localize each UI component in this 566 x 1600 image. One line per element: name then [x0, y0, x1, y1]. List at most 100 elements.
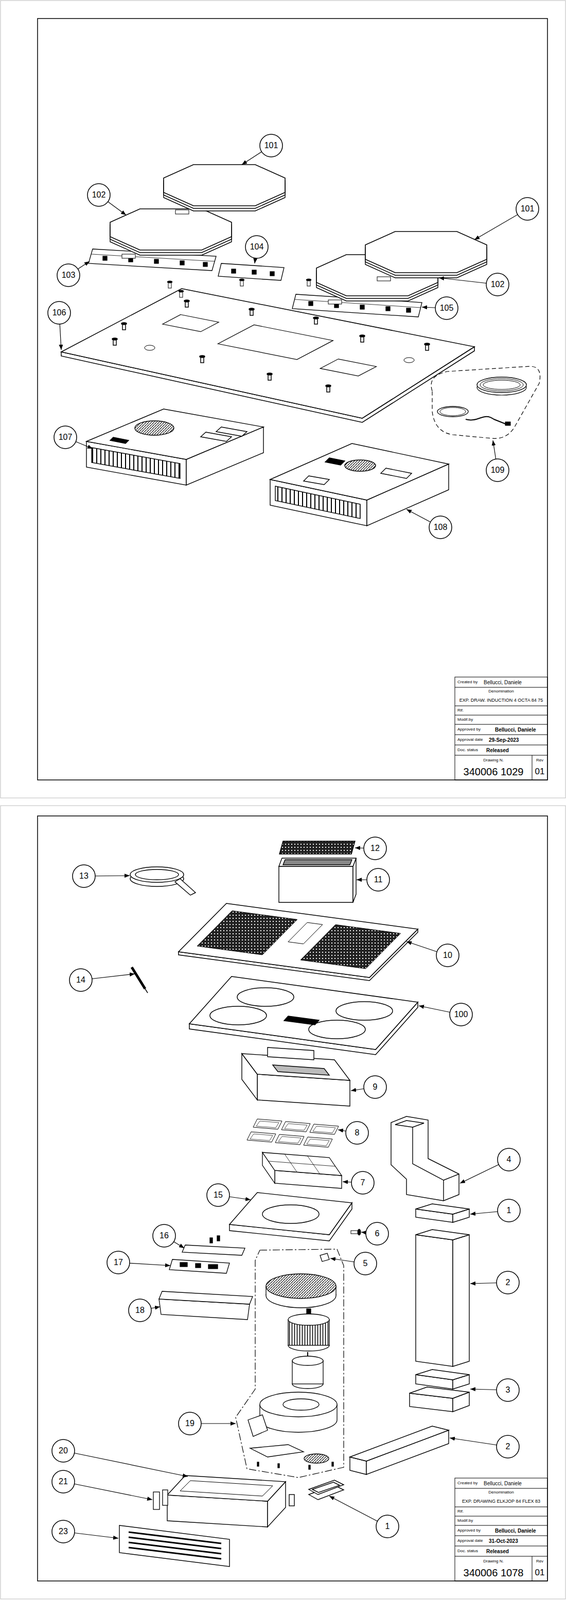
floating-screws: [306, 278, 312, 287]
callout-bubble: 108: [428, 515, 453, 540]
motor-group-19: [250, 1444, 304, 1458]
filters-8: [246, 1119, 339, 1148]
frame-11: [278, 866, 353, 903]
motor-group-19: [331, 1462, 334, 1467]
title-block-grid: [454, 1546, 548, 1547]
screw-6: [357, 1229, 361, 1236]
callout-circle: [516, 197, 539, 221]
title-block-text: Released: [486, 1548, 509, 1555]
pen-14: [131, 967, 148, 994]
duct-elbow-4: [391, 1116, 459, 1201]
callout-circle: [54, 426, 77, 449]
sensor-bar-105: [406, 308, 411, 313]
frame-11: [278, 858, 357, 867]
title-block-grid: [454, 687, 548, 688]
callout-number: 18: [135, 1305, 145, 1316]
title-block-text: Doc. status: [457, 1549, 479, 1554]
motor-group-19: [283, 1399, 320, 1411]
connector-1: [308, 1480, 344, 1495]
callout-circle: [345, 1121, 369, 1145]
callout-bubble: 102: [86, 183, 111, 207]
filters-8: [303, 1137, 333, 1148]
power-board-107: [134, 420, 174, 436]
callout-number: 15: [213, 1190, 223, 1200]
screw-6: [350, 1230, 359, 1234]
motor-group-19: [235, 1249, 344, 1478]
glass-top-10: [178, 903, 418, 981]
title-block-grid: [454, 1556, 548, 1558]
callout-circle: [354, 1252, 377, 1276]
title-block-grid: [532, 1556, 533, 1582]
title-block-text: Rif.: [457, 1509, 464, 1515]
mounting-plate-106: [249, 308, 255, 316]
callout-number: 107: [58, 432, 73, 442]
callout-circle: [429, 516, 452, 539]
power-board-108: [270, 443, 449, 501]
power-board-108: [344, 460, 376, 472]
mounting-plate-106: [325, 384, 331, 393]
page-border: [0, 0, 566, 799]
title-block-grid: [454, 724, 548, 725]
callout-circle: [152, 1224, 176, 1248]
callout-circle: [351, 1171, 375, 1195]
sensor-bar-105: [385, 306, 391, 311]
callout-circle: [47, 301, 71, 325]
callout-number: 102: [490, 279, 505, 290]
callout-bubble: 2: [496, 1270, 520, 1295]
callout-number: 19: [185, 1419, 195, 1429]
title-block-text: Approved by: [457, 727, 481, 733]
title-block-text: Rif.: [457, 708, 464, 714]
callout-circle: [435, 296, 458, 320]
tape-13: [130, 867, 196, 896]
callout-number: 102: [92, 190, 106, 200]
duct-elbow-4: [412, 1127, 444, 1201]
coil-101: [365, 231, 487, 281]
motor-group-19: [308, 1465, 311, 1470]
power-board-107: [86, 409, 264, 486]
title-block-grid: [454, 677, 548, 781]
block-5: [320, 1253, 330, 1262]
callout-number: 109: [490, 465, 505, 475]
coil-101: [163, 164, 286, 215]
drawing-frame: [37, 18, 548, 1582]
cable-kit-109: [437, 406, 469, 417]
mounting-plate-106: [61, 288, 475, 423]
callout-bubble: 10: [435, 943, 460, 968]
plate-16: [209, 1237, 213, 1244]
motor-group-19: [266, 1274, 336, 1299]
title-block-text: Drawing N.: [483, 758, 504, 764]
grille-23: [128, 1537, 222, 1549]
callout-bubble: 106: [47, 301, 72, 325]
grille-23: [128, 1542, 222, 1554]
callout-bubble: 2: [496, 1435, 520, 1459]
base-20: [180, 1480, 273, 1497]
callout-number: 108: [433, 522, 448, 533]
title-block-grid: [454, 734, 548, 736]
callout-circle: [376, 1515, 399, 1538]
callout-bubble: 5: [353, 1251, 378, 1276]
filter-tray-7: [262, 1152, 342, 1189]
sensor-bar-105: [308, 301, 313, 306]
title-block-grid: [454, 1478, 548, 1582]
duct-2: [415, 1229, 470, 1241]
callout-number: 104: [250, 242, 264, 252]
fan-housing-9: [267, 1047, 314, 1060]
callout-bubble: 13: [72, 864, 96, 889]
hob-assembly-100: [209, 1006, 267, 1025]
callout-bubble: 1: [497, 1198, 521, 1223]
callout-bubble: 11: [366, 868, 391, 892]
brackets-21: [153, 1492, 160, 1510]
cable-kit-109: [476, 377, 527, 393]
title-block-grid: [454, 705, 548, 707]
tape-13: [135, 869, 179, 880]
power-board-107: [216, 427, 247, 437]
title-block-text: Rev: [536, 1559, 544, 1565]
callout-bubble: 20: [51, 1439, 76, 1463]
callout-bubble: 8: [345, 1121, 369, 1145]
sensor-bar-103: [180, 260, 185, 265]
title-block-text: Bellucci, Daniele: [483, 679, 522, 686]
callout-bubble: 7: [350, 1171, 375, 1195]
sensor-bar-104: [218, 263, 285, 281]
sensor-bar-104: [270, 271, 275, 276]
base-20: [167, 1475, 286, 1502]
